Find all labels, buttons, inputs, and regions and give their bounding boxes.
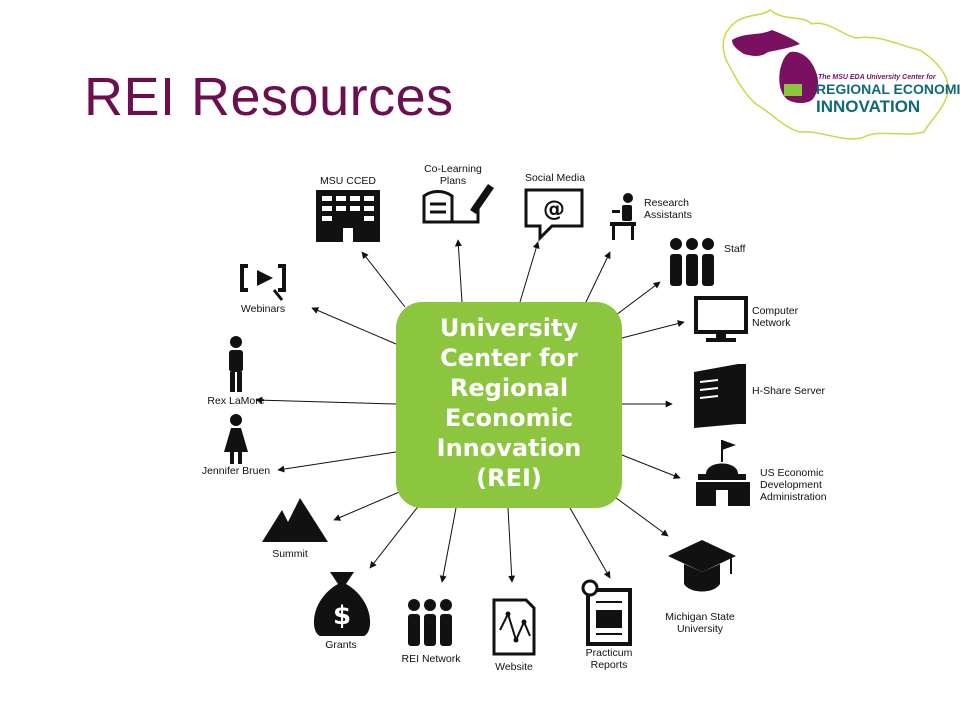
label-us-eda-line2: Development: [760, 479, 822, 491]
svg-text:@: @: [543, 197, 565, 222]
logo-line-regional-economic: REGIONAL ECONOMIC: [816, 81, 960, 97]
label-msu-line2: University: [677, 623, 724, 635]
hub-line-2: Center for: [440, 344, 578, 372]
man-icon: [229, 336, 243, 392]
label-us-eda-line1: US Economic: [760, 467, 824, 479]
woman-icon: [224, 414, 248, 464]
label-computer-network-line1: Computer: [752, 305, 799, 317]
node-rex-lamore: Rex LaMore: [207, 336, 265, 407]
node-msu-cced: MSU CCED: [316, 175, 380, 242]
node-summit: Summit: [262, 498, 328, 560]
node-research-assistants: Research Assistants: [610, 193, 692, 240]
money-bag-icon: $: [313, 572, 371, 636]
logo-line-innovation: INNOVATION: [816, 97, 920, 116]
node-michigan-state-university: Michigan State University: [665, 540, 736, 635]
sitemap-page-icon: [492, 598, 536, 656]
label-research-assistants-line1: Research: [644, 197, 689, 209]
label-rex-lamore: Rex LaMore: [207, 395, 264, 407]
label-msu-cced: MSU CCED: [320, 175, 376, 187]
node-webinars: Webinars: [240, 264, 286, 315]
hub-line-1: University: [440, 314, 579, 342]
rei-hub: University Center for Regional Economic …: [396, 302, 622, 508]
node-hshare-server: H-Share Server: [694, 364, 825, 428]
node-staff: Staff: [670, 238, 745, 286]
slide-title: REI Resources: [84, 67, 454, 127]
label-grants: Grants: [325, 639, 357, 651]
label-co-learning-line2: Plans: [440, 175, 466, 187]
hub-line-4: Economic: [445, 404, 573, 432]
group-icon: [408, 599, 452, 646]
label-us-eda-line3: Administration: [760, 491, 827, 503]
mountains-icon: [262, 498, 328, 542]
label-computer-network-line2: Network: [752, 317, 791, 329]
hub-box: [396, 302, 622, 508]
building-icon: [316, 190, 380, 242]
node-jennifer-bruen: Jennifer Bruen: [202, 414, 270, 477]
monitor-icon: [694, 296, 748, 342]
video-play-icon: [240, 264, 286, 301]
hub-line-3: Regional: [450, 374, 568, 402]
label-practicum-line2: Reports: [591, 659, 628, 671]
connector-arrows: [255, 239, 685, 583]
person-at-desk-icon: [610, 193, 636, 240]
graduation-cap-icon: [668, 540, 736, 592]
label-practicum-line1: Practicum: [586, 647, 633, 659]
government-building-icon: [696, 440, 750, 506]
label-hshare-server: H-Share Server: [752, 385, 825, 397]
label-social-media: Social Media: [525, 172, 585, 184]
rei-logo: The MSU EDA University Center for REGION…: [722, 9, 960, 140]
node-social-media: @ Social Media: [524, 172, 585, 242]
logo-subtitle: The MSU EDA University Center for: [818, 74, 937, 81]
michigan-upper-peninsula-shape: [732, 30, 800, 56]
label-staff: Staff: [724, 243, 745, 255]
hub-line-5: Innovation: [437, 434, 582, 462]
node-us-eda: US Economic Development Administration: [696, 440, 827, 506]
label-webinars: Webinars: [241, 303, 285, 315]
node-website: Website: [492, 598, 536, 673]
book-pen-icon: [422, 190, 480, 224]
group-icon: [670, 238, 714, 286]
label-co-learning-line1: Co-Learning: [424, 163, 482, 175]
label-summit: Summit: [272, 548, 308, 560]
node-co-learning-plans: Co-Learning Plans: [422, 163, 494, 224]
node-grants: $ Grants: [313, 572, 371, 651]
node-rei-network: REI Network: [402, 599, 462, 665]
hub-line-6: (REI): [476, 464, 542, 492]
label-rei-network: REI Network: [402, 653, 462, 665]
report-document-icon: [581, 579, 632, 646]
at-speech-bubble-icon: @: [524, 188, 584, 242]
label-msu-line1: Michigan State: [665, 611, 735, 623]
label-website: Website: [495, 661, 533, 673]
label-jennifer-bruen: Jennifer Bruen: [202, 465, 270, 477]
svg-text:$: $: [333, 601, 351, 631]
label-research-assistants-line2: Assistants: [644, 209, 692, 221]
node-computer-network: Computer Network: [694, 296, 799, 342]
node-practicum-reports: Practicum Reports: [581, 579, 633, 671]
server-icon: [694, 364, 746, 428]
